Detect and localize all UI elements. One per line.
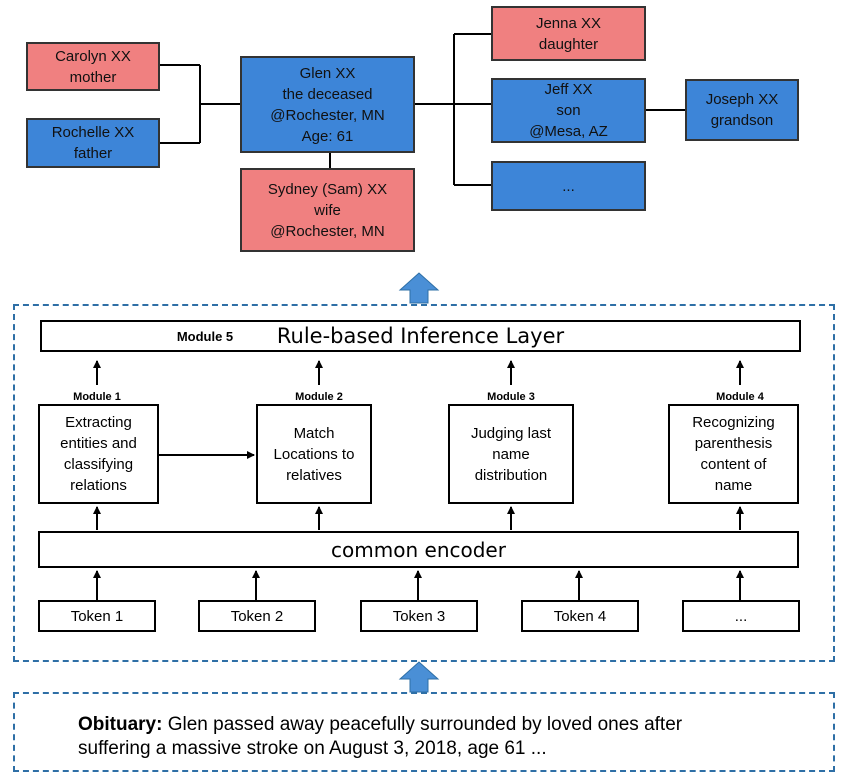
node-name: Glen XX: [299, 64, 356, 82]
module-text-line: Extracting: [65, 414, 132, 431]
module-text-line: name: [492, 445, 530, 463]
node-name: Jeff XX: [544, 81, 593, 98]
node-role: daughter: [538, 35, 599, 53]
module-4-label: Module 4: [716, 391, 764, 403]
model-container: [13, 304, 835, 662]
node-name: Joseph XX: [705, 91, 779, 108]
token-3-box: Token 3: [360, 600, 478, 632]
module-text-line: content of: [700, 456, 767, 473]
wife-node: Sydney (Sam) XX wife @Rochester, MN: [240, 168, 415, 252]
node-location: @Rochester, MN: [270, 106, 385, 124]
token-label: Token 3: [392, 607, 446, 625]
father-node: Rochelle XX father: [26, 118, 160, 168]
node-name: Rochelle XX: [51, 124, 135, 141]
token-4-box: Token 4: [521, 600, 639, 632]
node-name: Carolyn XX: [55, 47, 131, 65]
node-location: @Rochester, MN: [270, 222, 385, 240]
inference-layer-title: Rule-based Inference Layer: [276, 324, 565, 348]
module-5-label: Module 5: [176, 329, 234, 344]
children-bracket: [415, 33, 491, 186]
node-role: wife: [314, 201, 341, 219]
token-label: ...: [734, 607, 748, 625]
token-arrows: [93, 570, 744, 600]
obituary-line-2: suffering a massive stroke on August 3, …: [78, 738, 547, 759]
module-output-arrows: [93, 360, 744, 385]
module-text-line: distribution: [474, 466, 548, 484]
module-3-label: Module 3: [487, 391, 535, 403]
input-arrow: [398, 661, 440, 693]
node-name: Sydney (Sam) XX: [267, 180, 388, 198]
module-text-line: Judging last: [470, 424, 552, 442]
module-3-box: Judging last name distribution: [448, 404, 574, 504]
more-children-node: ...: [491, 161, 646, 211]
node-role: mother: [69, 68, 117, 86]
inference-layer-box: Rule-based Inference Layer: [40, 320, 801, 352]
obituary-text: Obituary: Glen passed away peacefully su…: [78, 713, 818, 761]
module-2-label: Module 2: [295, 391, 343, 403]
token-label: Token 1: [70, 607, 124, 625]
module-text-line: Locations to: [273, 445, 355, 463]
node-role: father: [73, 145, 113, 162]
obituary-line-1-text: Glen passed away peacefully surrounded b…: [167, 714, 683, 735]
mother-node: Carolyn XX mother: [26, 42, 160, 91]
module-text-line: name: [714, 477, 753, 494]
token-label: Token 4: [553, 607, 607, 625]
module-1-box: Extracting entities and classifying rela…: [38, 404, 159, 504]
obituary-container: [13, 692, 835, 772]
encoder-output-arrows: [93, 506, 744, 530]
node-location: @Mesa, AZ: [529, 123, 608, 140]
module-2-box: Match Locations to relatives: [256, 404, 372, 504]
module-text-line: relatives: [286, 466, 342, 484]
node-role: son: [556, 102, 581, 119]
node-role: grandson: [710, 112, 774, 129]
obituary-label: Obituary:: [78, 714, 163, 735]
parents-bracket: [160, 64, 240, 144]
common-encoder-box: common encoder: [38, 531, 799, 568]
token-2-box: Token 2: [198, 600, 316, 632]
token-1-box: Token 1: [38, 600, 156, 632]
module-4-box: Recognizing parenthesis content of name: [668, 404, 799, 504]
node-name: ...: [562, 177, 575, 195]
obituary-line-1: Obituary: Glen passed away peacefully su…: [78, 713, 818, 737]
module-text-line: parenthesis: [694, 435, 773, 452]
grandson-node: Joseph XX grandson: [685, 79, 799, 141]
module-text-line: Recognizing: [692, 414, 775, 431]
module-text-line: Match: [293, 424, 335, 442]
token-label: Token 2: [230, 607, 284, 625]
daughter-node: Jenna XX daughter: [491, 6, 646, 61]
son-node: Jeff XX son @Mesa, AZ: [491, 78, 646, 143]
module-text-line: relations: [70, 477, 127, 494]
node-role: the deceased: [282, 85, 373, 103]
module-text-line: entities and: [60, 435, 137, 452]
module-text-line: classifying: [63, 456, 134, 473]
deceased-node: Glen XX the deceased @Rochester, MN Age:…: [240, 56, 415, 153]
node-age: Age: 61: [301, 127, 354, 145]
node-name: Jenna XX: [535, 14, 602, 32]
token-more-box: ...: [682, 600, 800, 632]
output-arrow: [398, 272, 440, 304]
module-1-label: Module 1: [73, 391, 121, 403]
common-encoder-label: common encoder: [331, 537, 506, 562]
